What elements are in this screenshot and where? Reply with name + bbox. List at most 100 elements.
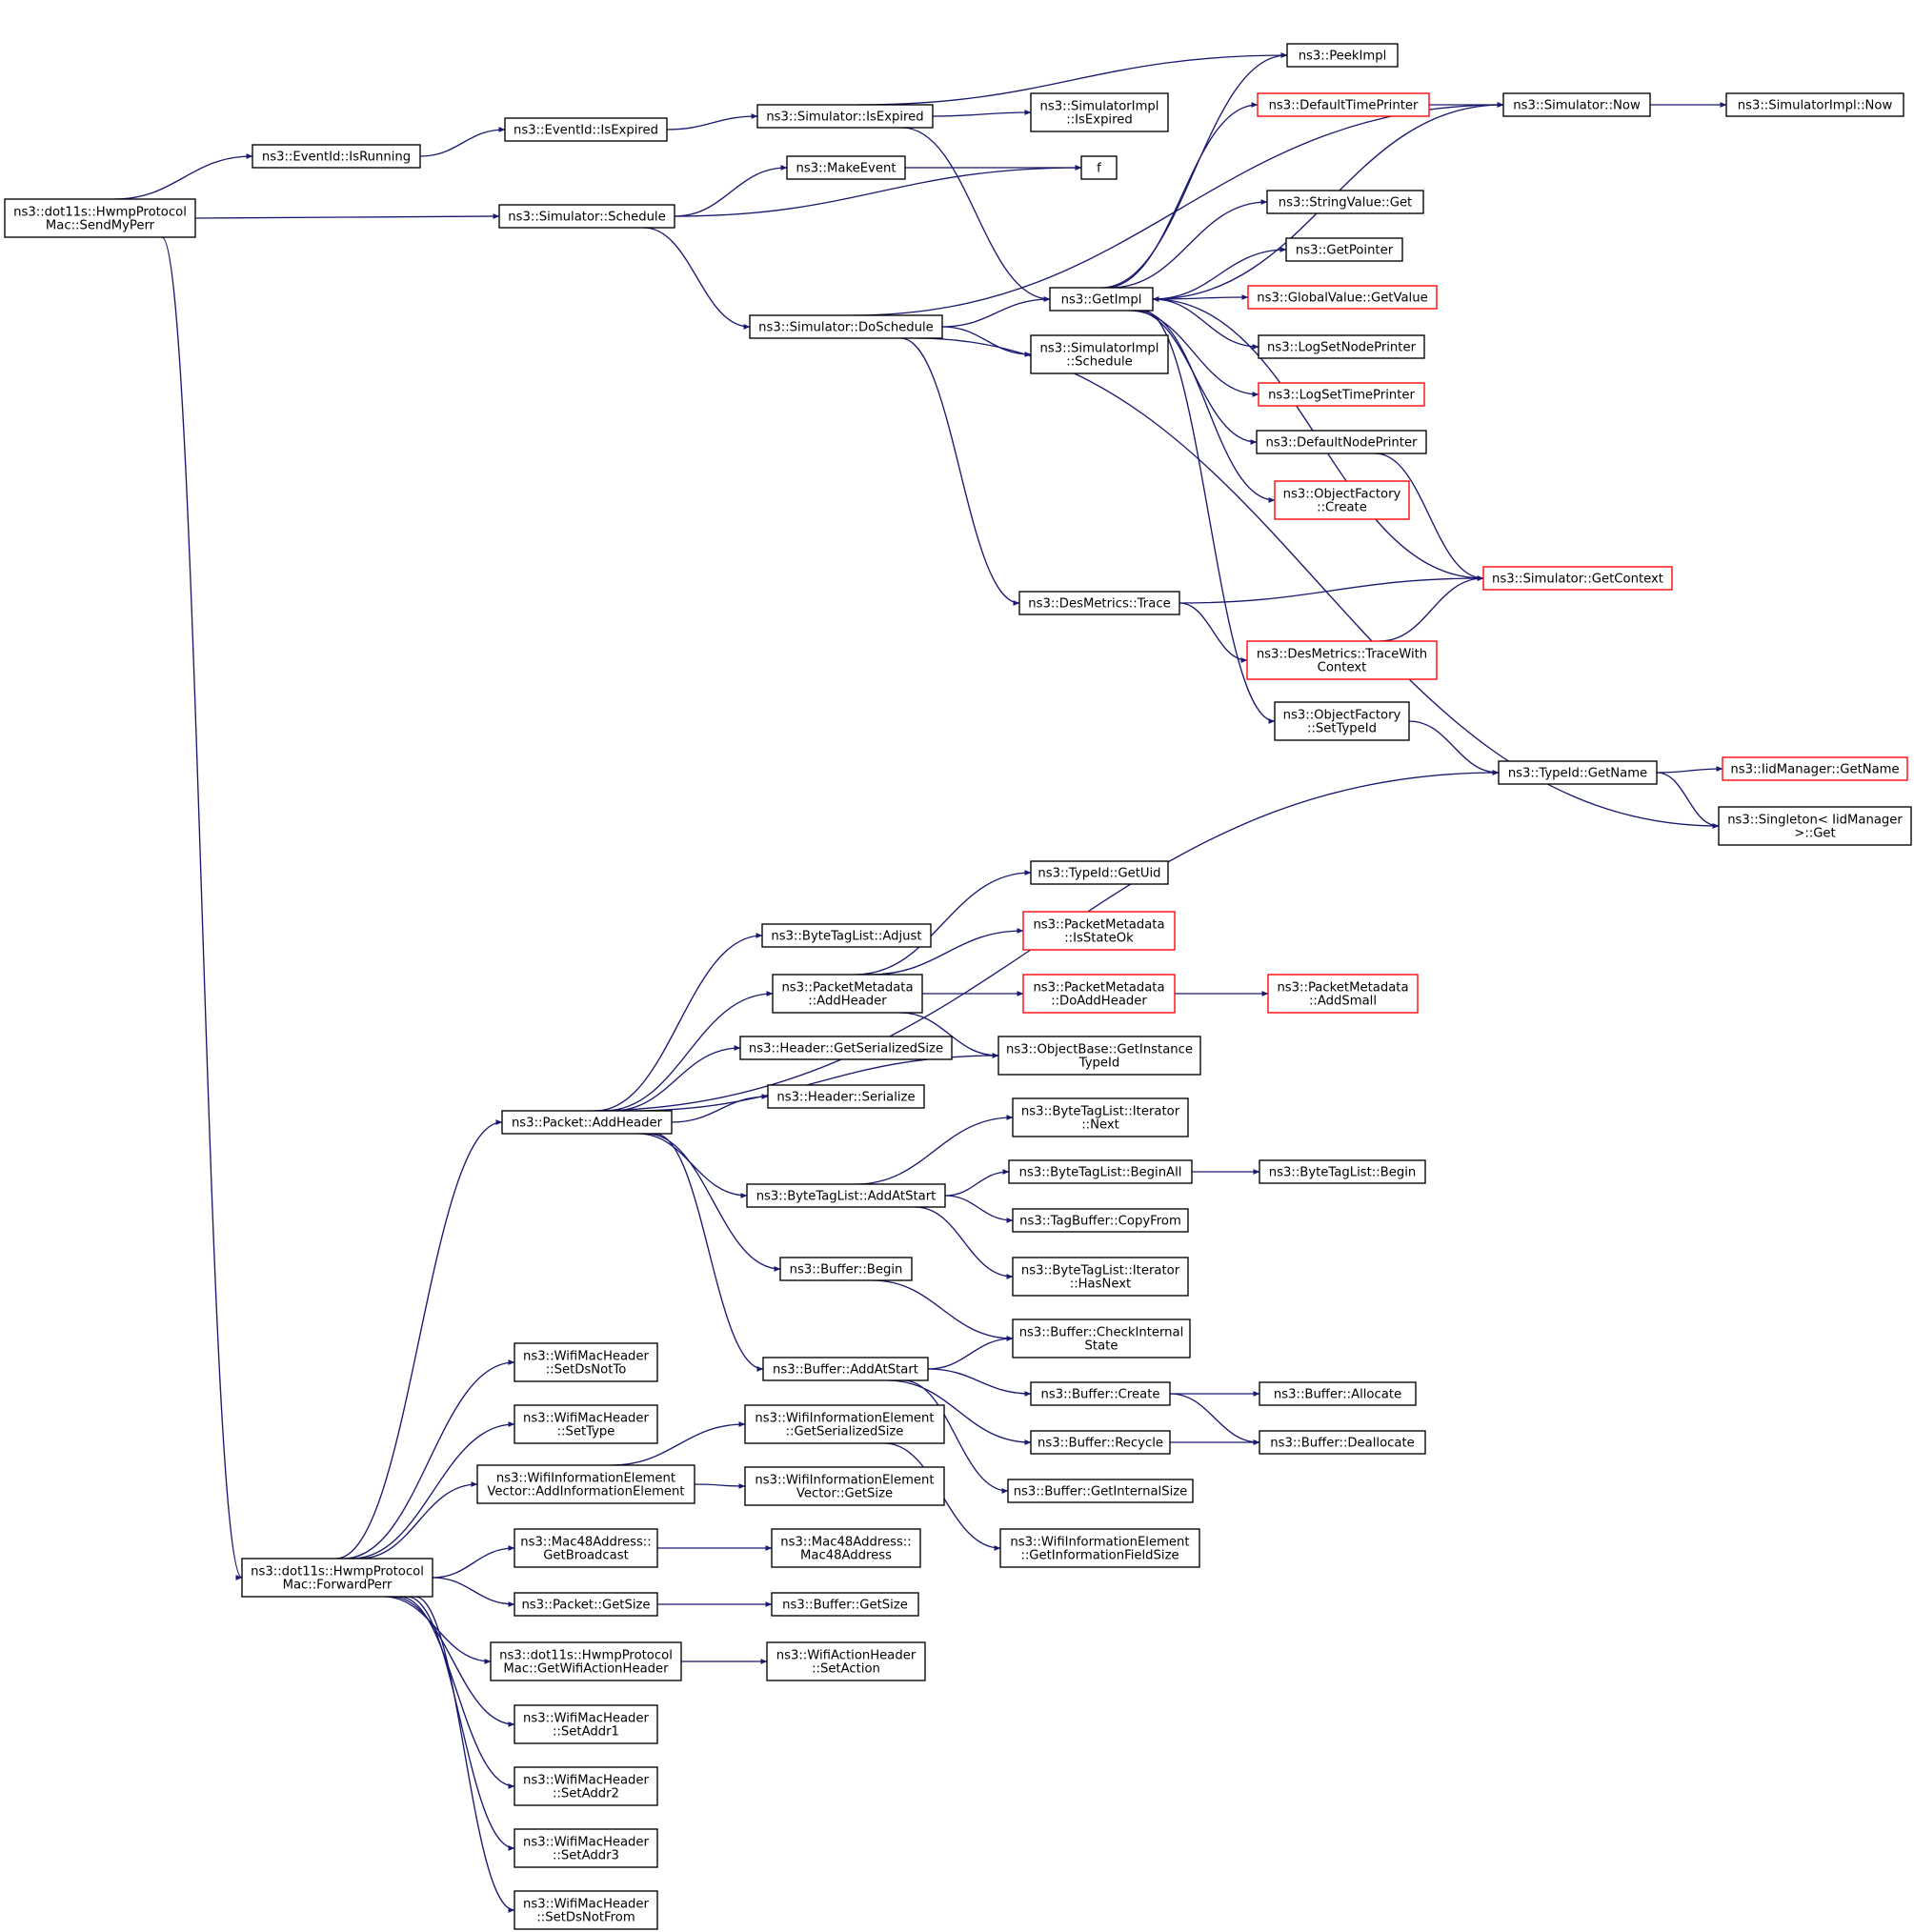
node-simimpl_schedule[interactable]: ns3::SimulatorImpl::Schedule (1030, 334, 1169, 374)
node-box (1012, 1097, 1189, 1137)
node-f[interactable]: f (1080, 155, 1118, 180)
node-setdsnotto[interactable]: ns3::WifiMacHeader::SetDsNotTo (514, 1342, 658, 1382)
node-getimpl[interactable]: ns3::GetImpl (1049, 287, 1154, 312)
call-edge-pm_addheader-to-getinstancetypeid (899, 1012, 999, 1058)
node-mac48address[interactable]: ns3::Mac48Address::Mac48Address (771, 1528, 921, 1568)
node-isrunning[interactable]: ns3::EventId::IsRunning (252, 144, 421, 169)
node-objectfactory_create[interactable]: ns3::ObjectFactory::Create (1274, 480, 1410, 520)
node-buffer_getsize[interactable]: ns3::Buffer::GetSize (771, 1592, 919, 1617)
node-label: TypeId (1078, 1057, 1120, 1071)
node-sim_isexpired[interactable]: ns3::Simulator::IsExpired (756, 104, 934, 129)
node-label: ns3::DesMetrics::TraceWith (1257, 648, 1427, 662)
node-label: ns3::Header::Serialize (776, 1091, 915, 1105)
node-getpointer[interactable]: ns3::GetPointer (1285, 237, 1403, 262)
node-buffer_addatstart[interactable]: ns3::Buffer::AddAtStart (762, 1357, 929, 1381)
node-box (1030, 92, 1169, 132)
node-box (1018, 591, 1180, 615)
node-simimpl_now[interactable]: ns3::SimulatorImpl::Now (1725, 92, 1904, 117)
node-box (1266, 190, 1424, 214)
node-btl_addatstart[interactable]: ns3::ByteTagList::AddAtStart (746, 1183, 946, 1208)
node-setaddr3[interactable]: ns3::WifiMacHeader::SetAddr3 (514, 1828, 658, 1868)
node-pm_isstateok[interactable]: ns3::PacketMetadata::IsStateOk (1022, 911, 1176, 951)
node-pm_addheader[interactable]: ns3::PacketMetadata::AddHeader (772, 974, 923, 1014)
node-setaddr2[interactable]: ns3::WifiMacHeader::SetAddr2 (514, 1766, 658, 1806)
node-label: >::Get (1794, 827, 1835, 841)
node-buffer_begin[interactable]: ns3::Buffer::Begin (779, 1257, 913, 1281)
node-header_getserializedsize[interactable]: ns3::Header::GetSerializedSize (739, 1036, 953, 1060)
node-forwardperr[interactable]: ns3::dot11s::HwmpProtocolMac::ForwardPer… (241, 1558, 433, 1598)
node-label: ns3::PacketMetadata (1033, 918, 1164, 933)
node-box (1012, 1208, 1189, 1233)
node-box (771, 1528, 921, 1568)
node-setdsnotfrom[interactable]: ns3::WifiMacHeader::SetDsNotFrom (514, 1890, 658, 1930)
node-box (514, 1528, 658, 1568)
call-edge-btl_addatstart-to-tagbuffer_copyfrom (944, 1195, 1014, 1223)
call-edge-getimpl-to-logsetnodeprinter (1152, 298, 1259, 350)
node-buffer_recycle[interactable]: ns3::Buffer::Recycle (1030, 1430, 1171, 1455)
node-header_serialize[interactable]: ns3::Header::Serialize (767, 1084, 925, 1109)
node-packet_getsize[interactable]: ns3::Packet::GetSize (514, 1592, 658, 1617)
node-singleton_get[interactable]: ns3::Singleton< IidManager>::Get (1718, 806, 1912, 846)
node-defaultnodeprinter[interactable]: ns3::DefaultNodePrinter (1256, 430, 1427, 454)
node-getbroadcast[interactable]: ns3::Mac48Address::GetBroadcast (514, 1528, 658, 1568)
node-label: ::SetType (557, 1425, 615, 1439)
node-box (1030, 334, 1169, 374)
node-logsettimeprinter[interactable]: ns3::LogSetTimePrinter (1258, 382, 1425, 407)
node-schedule[interactable]: ns3::Simulator::Schedule (498, 204, 675, 229)
node-pm_addsmall[interactable]: ns3::PacketMetadata::AddSmall (1267, 974, 1419, 1014)
node-setaction[interactable]: ns3::WifiActionHeader::SetAction (766, 1641, 926, 1681)
node-logsetnodeprinter[interactable]: ns3::LogSetNodePrinter (1258, 334, 1425, 359)
node-label: ns3::ByteTagList::AddAtStart (756, 1190, 937, 1204)
node-getwifiactionheader[interactable]: ns3::dot11s::HwmpProtocolMac::GetWifiAct… (490, 1641, 682, 1681)
node-bytetaglist_adjust[interactable]: ns3::ByteTagList::Adjust (761, 923, 932, 948)
node-tagbuffer_copyfrom[interactable]: ns3::TagBuffer::CopyFrom (1012, 1208, 1189, 1233)
node-btl_iter_hasnext[interactable]: ns3::ByteTagList::Iterator::HasNext (1012, 1257, 1189, 1297)
node-buffer_deallocate[interactable]: ns3::Buffer::Deallocate (1259, 1430, 1426, 1455)
node-btl_begin[interactable]: ns3::ByteTagList::Begin (1259, 1159, 1426, 1184)
node-peekimpl[interactable]: ns3::PeekImpl (1286, 43, 1399, 68)
call-edge-buffer_addatstart-to-buffer_checkinternal (927, 1336, 1014, 1370)
node-btl_beginall[interactable]: ns3::ByteTagList::BeginAll (1008, 1159, 1193, 1184)
node-box (1247, 285, 1438, 310)
call-edge-buffer_addatstart-to-buffer_getinternalsize (903, 1379, 1009, 1494)
node-box (1274, 480, 1410, 520)
node-buffer_getinternalsize[interactable]: ns3::Buffer::GetInternalSize (1007, 1479, 1194, 1503)
node-sim_now[interactable]: ns3::Simulator::Now (1502, 92, 1651, 117)
call-edge-packet_addheader-to-btl_addatstart (637, 1133, 748, 1198)
node-stringvalue_get[interactable]: ns3::StringValue::Get (1266, 190, 1424, 214)
node-settypeid[interactable]: ns3::ObjectFactory::SetTypeId (1274, 701, 1410, 741)
node-box (1498, 760, 1658, 785)
node-doschedule[interactable]: ns3::Simulator::DoSchedule (749, 314, 943, 339)
node-wie_getserializedsize[interactable]: ns3::WifiInformationElement::GetSerializ… (744, 1404, 945, 1444)
node-setaddr1[interactable]: ns3::WifiMacHeader::SetAddr1 (514, 1704, 658, 1744)
node-packet_addheader[interactable]: ns3::Packet::AddHeader (501, 1110, 673, 1135)
node-defaulttimeprinter[interactable]: ns3::DefaultTimePrinter (1257, 92, 1430, 117)
node-wiev_getsize[interactable]: ns3::WifiInformationElementVector::GetSi… (744, 1466, 945, 1506)
node-iidmanager_getname[interactable]: ns3::IidManager::GetName (1722, 756, 1908, 781)
node-box (739, 1036, 953, 1060)
node-pm_doaddheader[interactable]: ns3::PacketMetadata::DoAddHeader (1022, 974, 1176, 1014)
node-label: ns3::WifiMacHeader (523, 1412, 650, 1426)
node-buffer_create[interactable]: ns3::Buffer::Create (1030, 1381, 1171, 1406)
node-label: ns3::Buffer::Create (1040, 1388, 1159, 1402)
node-getcontext[interactable]: ns3::Simulator::GetContext (1482, 566, 1673, 591)
node-typeid_getname[interactable]: ns3::TypeId::GetName (1498, 760, 1658, 785)
node-isexpired[interactable]: ns3::EventId::IsExpired (504, 117, 668, 142)
node-desmetrics_trace[interactable]: ns3::DesMetrics::Trace (1018, 591, 1180, 615)
call-edge-getimpl-to-getpointer (1152, 247, 1287, 300)
node-btl_iter_next[interactable]: ns3::ByteTagList::Iterator::Next (1012, 1097, 1189, 1137)
node-buffer_allocate[interactable]: ns3::Buffer::Allocate (1259, 1381, 1417, 1406)
node-box (744, 1404, 945, 1444)
node-simimpl_isexpired[interactable]: ns3::SimulatorImpl::IsExpired (1030, 92, 1169, 132)
node-makeevent[interactable]: ns3::MakeEvent (786, 155, 906, 180)
node-settype[interactable]: ns3::WifiMacHeader::SetType (514, 1404, 658, 1444)
node-globalvalue_getvalue[interactable]: ns3::GlobalValue::GetValue (1247, 285, 1438, 310)
node-typeid_getuid[interactable]: ns3::TypeId::GetUid (1030, 860, 1169, 885)
node-wiev_addie[interactable]: ns3::WifiInformationElementVector::AddIn… (476, 1464, 695, 1504)
node-label: GetBroadcast (543, 1549, 629, 1563)
node-wie_getinfofieldsize[interactable]: ns3::WifiInformationElement::GetInformat… (999, 1528, 1200, 1568)
